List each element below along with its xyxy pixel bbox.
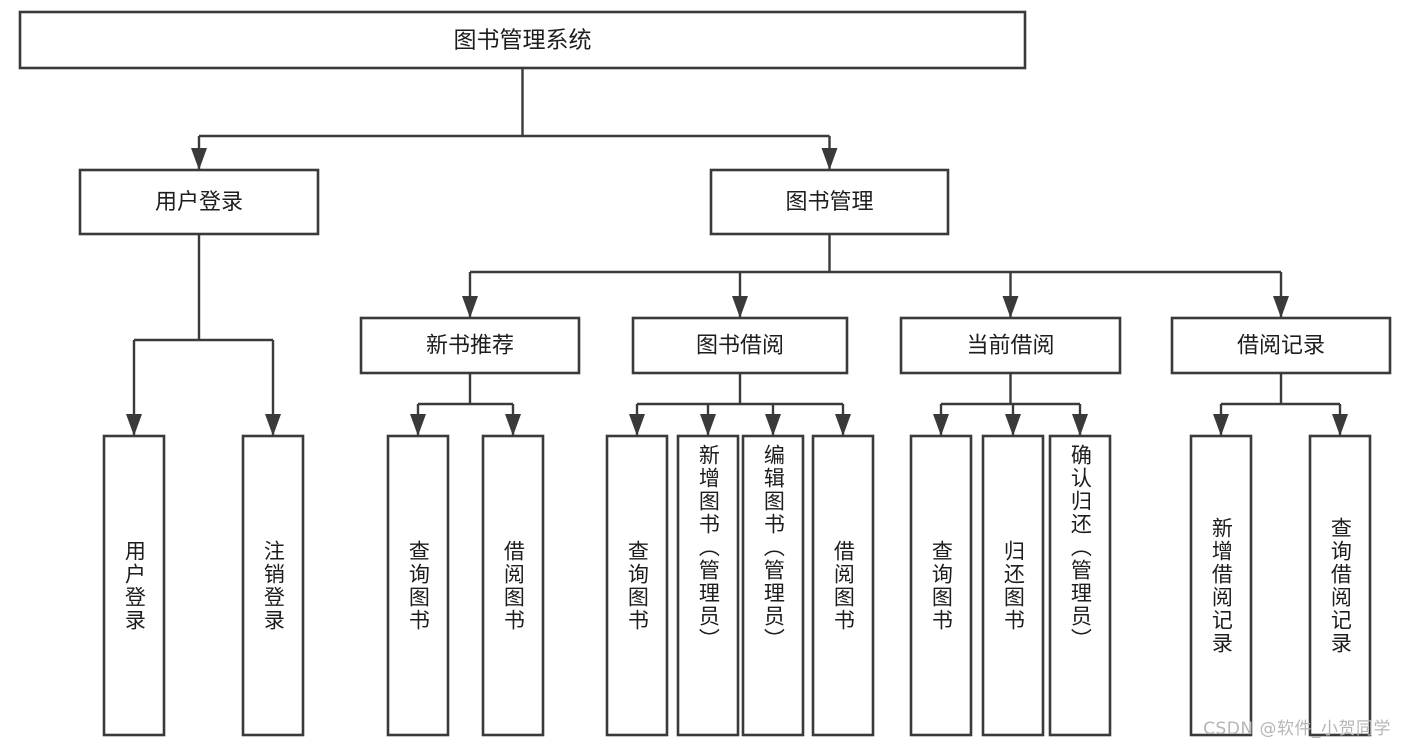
- node-box-leaf-edit-book[interactable]: [741, 434, 805, 737]
- new-book-recommend-arrow-0: [410, 414, 426, 436]
- node-box-borrow-records[interactable]: [1170, 316, 1392, 375]
- book-borrow-arrow-2: [765, 414, 781, 436]
- node-box-leaf-borrow-book-1[interactable]: [481, 434, 545, 737]
- root-node-box[interactable]: [18, 10, 1027, 70]
- node-box-leaf-query-record[interactable]: [1308, 434, 1372, 737]
- node-label-user-login: 用户登录: [155, 190, 243, 215]
- borrow-records-arrow-0: [1213, 414, 1229, 436]
- user-login-arrow-1: [265, 414, 281, 436]
- node-box-leaf-add-record[interactable]: [1189, 434, 1253, 737]
- node-box-leaf-return-book[interactable]: [981, 434, 1045, 737]
- node-box-current-borrow[interactable]: [899, 316, 1122, 375]
- root-node-label: 图书管理系统: [454, 28, 592, 54]
- node-box-leaf-user-login[interactable]: [102, 434, 166, 737]
- node-box-book-borrow[interactable]: [631, 316, 849, 375]
- current-borrow-arrow-1: [1005, 414, 1021, 436]
- node-box-new-book-recommend[interactable]: [359, 316, 581, 375]
- book-mgmt-arrow-3: [1273, 296, 1289, 318]
- node-box-leaf-confirm-return[interactable]: [1048, 434, 1112, 737]
- borrow-records-arrow-1: [1332, 414, 1348, 436]
- root-arrow-1: [821, 148, 838, 170]
- node-box-leaf-user-logout[interactable]: [241, 434, 305, 737]
- book-mgmt-arrow-0: [462, 296, 478, 318]
- node-box-leaf-borrow-book-2[interactable]: [811, 434, 875, 737]
- book-mgmt-arrow-2: [1002, 296, 1019, 318]
- book-borrow-arrow-3: [835, 414, 851, 436]
- node-box-leaf-add-book[interactable]: [676, 434, 740, 737]
- node-box-book-management[interactable]: [709, 168, 950, 236]
- new-book-recommend-arrow-1: [505, 414, 521, 436]
- connector-layer: [126, 68, 1348, 436]
- node-box-leaf-query-book-2[interactable]: [605, 434, 669, 737]
- node-box-leaf-query-book-3[interactable]: [909, 434, 973, 737]
- root-arrow-0: [191, 148, 207, 170]
- node-box-leaf-query-book-1[interactable]: [386, 434, 450, 737]
- box-layer: [18, 10, 1392, 737]
- current-borrow-arrow-2: [1072, 414, 1088, 436]
- book-mgmt-arrow-1: [732, 296, 748, 318]
- current-borrow-arrow-0: [933, 414, 949, 436]
- node-label-book-borrow: 图书借阅: [696, 334, 784, 359]
- user-login-arrow-0: [126, 414, 142, 436]
- node-box-user-login[interactable]: [78, 168, 320, 236]
- watermark-text: CSDN @软件_小贺同学: [1203, 719, 1391, 739]
- book-borrow-arrow-1: [700, 414, 716, 436]
- node-label-new-book-recommend: 新书推荐: [426, 334, 514, 359]
- book-borrow-arrow-0: [629, 414, 645, 436]
- node-label-current-borrow: 当前借阅: [966, 334, 1054, 359]
- node-label-book-management: 图书管理: [785, 190, 873, 215]
- node-label-borrow-records: 借阅记录: [1237, 334, 1325, 359]
